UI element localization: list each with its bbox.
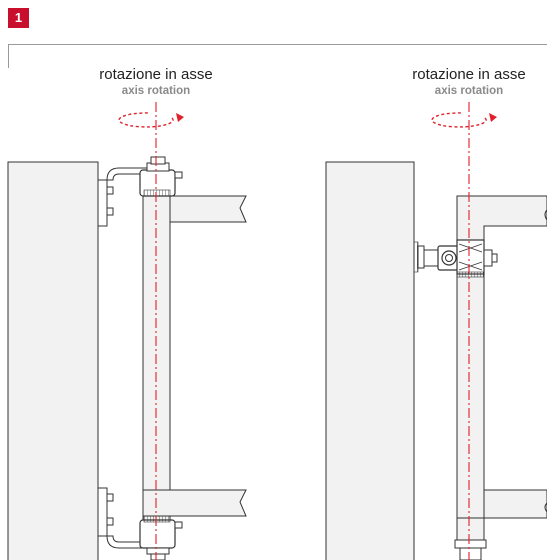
left-diagram-label: rotazione in asse axis rotation — [56, 66, 256, 98]
left-top-hinge — [97, 156, 183, 227]
step-number-badge: 1 — [8, 8, 29, 28]
right-bottom-pivot — [454, 539, 487, 560]
left-label-english: axis rotation — [121, 85, 191, 97]
frame-top-rule — [8, 44, 547, 45]
right-rotation-arrow-icon — [431, 112, 497, 128]
left-wall — [7, 161, 99, 560]
right-top-frame — [456, 195, 547, 241]
left-rotation-arrow-icon — [118, 112, 184, 128]
right-label-english: axis rotation — [434, 85, 504, 97]
left-label-italian: rotazione in asse — [99, 66, 213, 83]
right-diagram — [325, 102, 547, 560]
right-label-italian: rotazione in asse — [412, 66, 526, 83]
right-wall — [325, 161, 415, 560]
left-diagram — [7, 102, 247, 560]
right-post — [456, 239, 485, 541]
right-side-hinge — [413, 239, 498, 278]
left-bottom-hinge — [97, 487, 183, 560]
right-diagram-label: rotazione in asse axis rotation — [369, 66, 547, 98]
left-bottom-frame — [142, 489, 247, 517]
frame-left-rule — [8, 44, 9, 68]
